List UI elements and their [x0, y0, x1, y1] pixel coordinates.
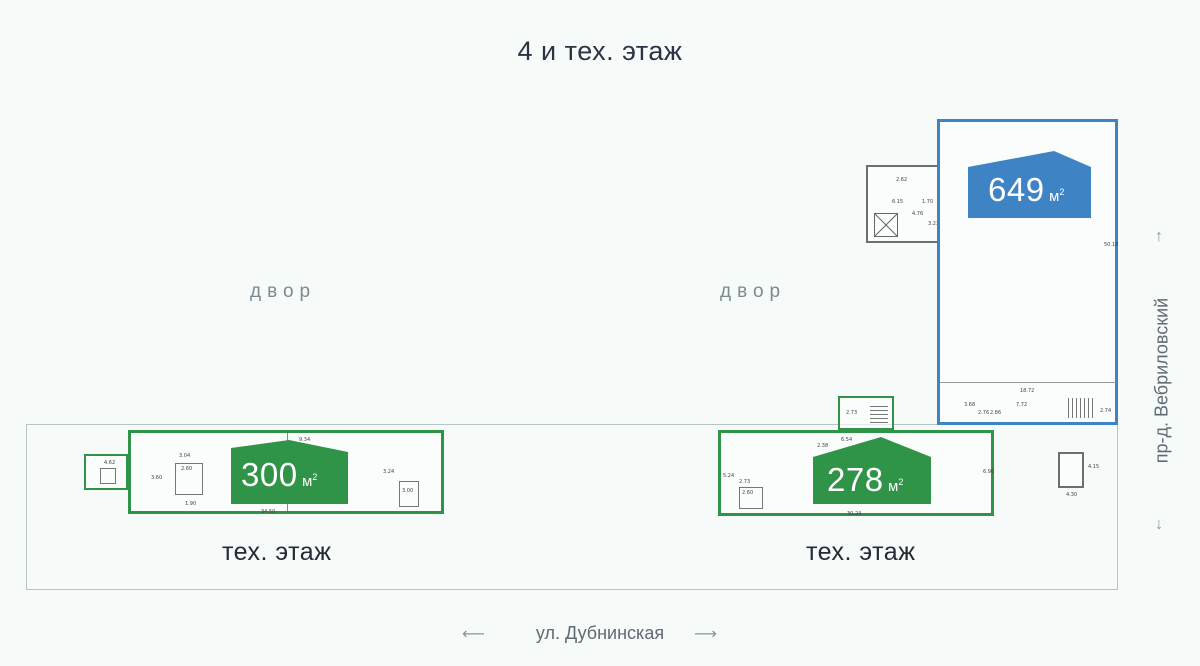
building-outline: [26, 424, 1118, 590]
divider: [940, 382, 1116, 383]
area-badge-left[interactable]: 300 м2: [231, 440, 348, 504]
room-left-1: 2.60: [175, 463, 203, 495]
yard-label-right: двор: [720, 281, 787, 302]
badge-shape: [813, 437, 931, 504]
area-value-right: 278: [827, 461, 884, 498]
room-stair: [100, 468, 116, 484]
street-label-right: пр-д. Вебриловский: [1151, 297, 1172, 464]
elevator-icon: [874, 213, 898, 237]
area-value-top: 649: [988, 171, 1045, 208]
room-right-1: 2.60: [739, 487, 763, 509]
area-badge-right[interactable]: 278 м2: [813, 437, 931, 504]
tech-floor-label-right: тех. этаж: [806, 538, 916, 566]
stairs: [1068, 398, 1094, 418]
arrow-right-icon: ⟶: [694, 626, 717, 643]
yard-label-left: двор: [250, 281, 317, 302]
plan-far-right-room: 4.15: [1058, 452, 1099, 488]
arrow-down-icon: ↓: [1155, 516, 1163, 533]
area-value-left: 300: [241, 456, 298, 493]
plan-top-annex: 2.62 6.15 1.70 4.76 3.23: [866, 165, 940, 243]
badge-shape: [968, 151, 1091, 218]
arrow-left-icon: ⟵: [462, 626, 485, 643]
area-unit-right: м2: [888, 477, 904, 495]
elevator-shaft: [874, 213, 898, 237]
area-unit-top: м2: [1049, 187, 1065, 205]
area-badge-top[interactable]: 649 м2: [968, 151, 1091, 218]
arrow-up-icon: ↑: [1155, 228, 1163, 245]
street-label-bottom: ул. Дубнинская: [535, 623, 665, 643]
room-left-2: 3.00: [399, 481, 419, 507]
area-unit-left: м2: [302, 472, 318, 490]
badge-shape: [231, 440, 348, 504]
tech-floor-label-left: тех. этаж: [222, 538, 332, 566]
plan-right-stair: 2.73: [838, 396, 894, 430]
stairs: [870, 403, 888, 423]
page-title: 4 и тех. этаж: [517, 36, 683, 66]
plan-left-annex: 4.62: [84, 454, 128, 490]
